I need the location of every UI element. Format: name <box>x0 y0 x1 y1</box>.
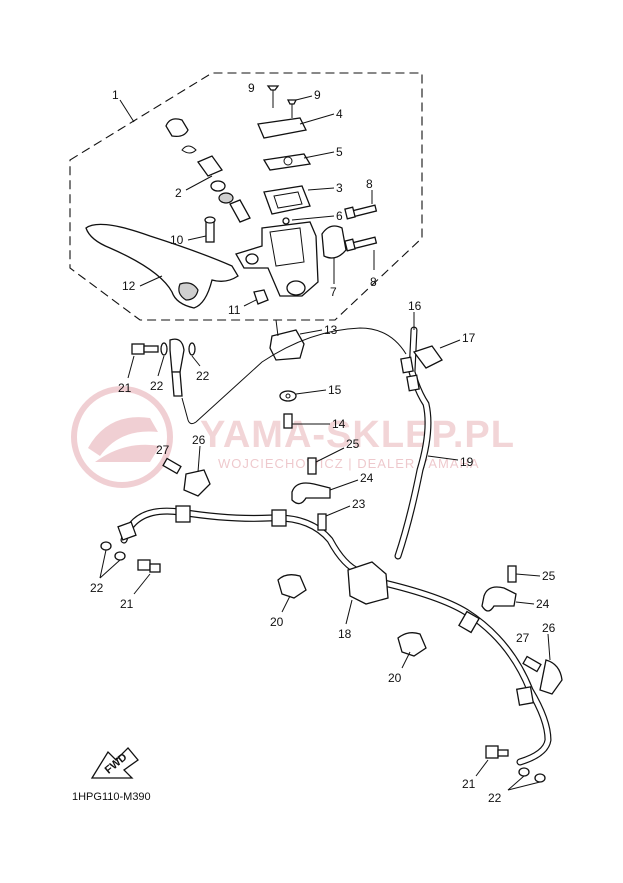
callout-27b: 27 <box>516 631 530 645</box>
callout-20a: 20 <box>270 615 284 629</box>
callout-25a: 25 <box>346 437 360 451</box>
callout-8a: 8 <box>366 177 373 191</box>
callout-17: 17 <box>462 331 476 345</box>
diagram-code: 1HPG110-M390 <box>72 791 151 803</box>
clamps-and-brackets <box>162 457 563 695</box>
callout-4: 4 <box>336 107 343 121</box>
callout-9a: 9 <box>248 81 255 95</box>
callout-22c: 22 <box>90 581 104 595</box>
callout-27a: 27 <box>156 443 170 457</box>
callout-12: 12 <box>122 279 136 293</box>
callout-9b: 9 <box>314 88 321 102</box>
reservoir-cap-parts <box>257 117 312 225</box>
screws-9 <box>266 85 298 118</box>
brake-switch <box>269 319 305 361</box>
callout-10: 10 <box>170 233 184 247</box>
callout-18: 18 <box>338 627 352 641</box>
washer-and-bolt <box>279 390 297 429</box>
callout-8b: 8 <box>370 275 377 289</box>
watermark-title: YAMA-SKLEP.PL <box>200 414 515 456</box>
callout-19: 19 <box>460 455 474 469</box>
lower-right-banjo <box>485 745 546 783</box>
watermark-subtitle: WOJCIECHOWICZ | DEALER YAMAHA <box>218 456 480 471</box>
forward-arrow-icon: FWD <box>90 747 139 779</box>
lower-left-banjo <box>100 541 161 573</box>
callout-26a: 26 <box>192 433 206 447</box>
brake-lever <box>85 223 239 309</box>
callout-1: 1 <box>112 88 119 102</box>
callout-3: 3 <box>336 181 343 195</box>
callout-22a: 22 <box>150 379 164 393</box>
callout-23: 23 <box>352 497 366 511</box>
callout-13: 13 <box>324 323 338 337</box>
callout-26b: 26 <box>542 621 556 635</box>
callout-11: 11 <box>228 303 241 317</box>
callout-24a: 24 <box>360 471 374 485</box>
callout-15: 15 <box>328 383 342 397</box>
callout-14: 14 <box>332 417 346 431</box>
callout-2: 2 <box>175 186 182 200</box>
callout-21b: 21 <box>120 597 134 611</box>
brake-hose-lower <box>120 507 552 766</box>
callout-7: 7 <box>330 285 337 299</box>
hose-fittings <box>117 505 535 706</box>
callout-21a: 21 <box>118 381 132 395</box>
callout-22d: 22 <box>488 791 502 805</box>
callout-labels: 1 2 3 4 5 6 7 8 8 9 9 10 11 12 13 14 15 … <box>90 81 556 805</box>
holder-and-bolts <box>321 204 378 259</box>
brake-joint <box>347 561 389 605</box>
callout-24b: 24 <box>536 597 550 611</box>
piston-kit <box>165 118 251 223</box>
watermark-logo-icon <box>71 386 173 488</box>
assembly-group-outline <box>69 72 423 321</box>
callout-6: 6 <box>336 209 343 223</box>
hose-clip-17 <box>412 345 443 369</box>
callout-25b: 25 <box>542 569 556 583</box>
callout-22b: 22 <box>196 369 210 383</box>
callout-20b: 20 <box>388 671 402 685</box>
watermark: YAMA-SKLEP.PL WOJCIECHOWICZ | DEALER YAM… <box>71 386 515 488</box>
upper-banjo-set <box>131 338 196 397</box>
master-cylinder-body <box>235 221 319 297</box>
callout-21c: 21 <box>462 777 476 791</box>
callout-16: 16 <box>408 299 422 313</box>
callout-5: 5 <box>336 145 343 159</box>
pin-and-nut <box>204 216 269 305</box>
